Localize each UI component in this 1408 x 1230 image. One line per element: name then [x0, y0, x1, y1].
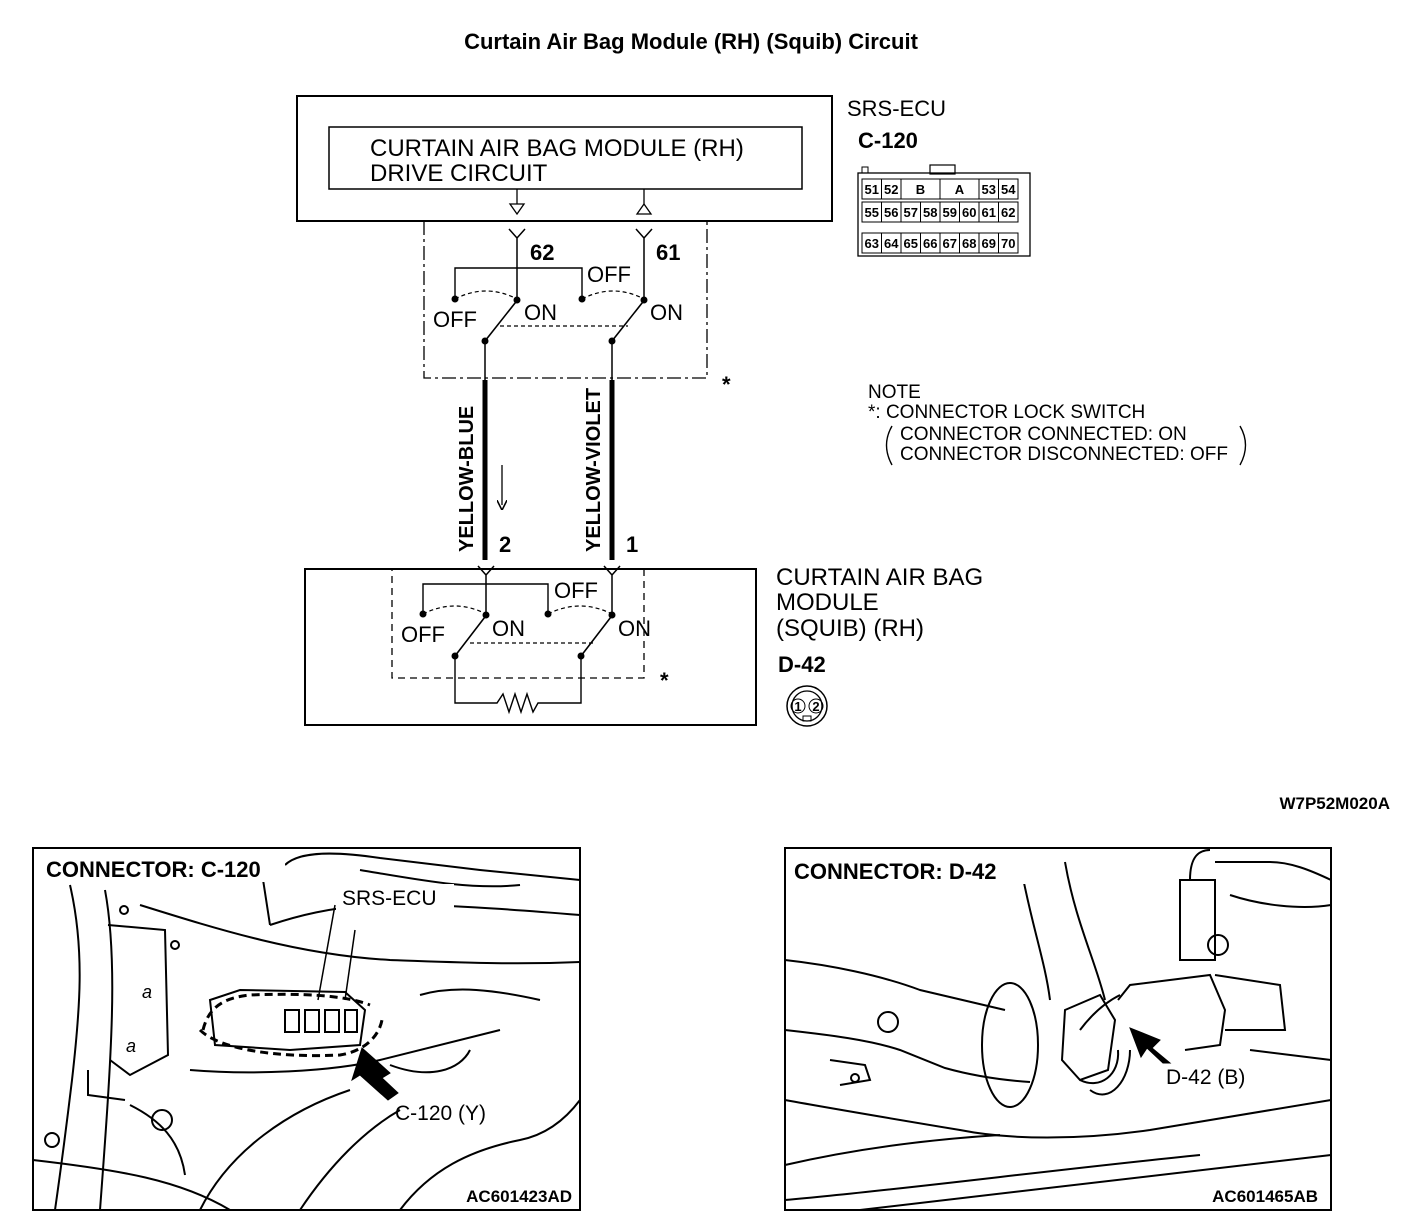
ecu-pin-label: 53	[982, 182, 996, 197]
terminal-62-label: 62	[530, 240, 554, 265]
ecu-pin-label: 60	[962, 205, 976, 220]
photo-right-code: AC601465AB	[1212, 1187, 1318, 1206]
photo-right-heading: CONNECTOR: D-42	[794, 859, 997, 884]
photo-left-heading: CONNECTOR: C-120	[46, 857, 261, 882]
module-label-2: MODULE	[776, 589, 879, 616]
terminal-61-label: 61	[656, 240, 680, 265]
output-triangle-icon	[508, 203, 526, 216]
terminal-1	[603, 565, 621, 614]
ecu-pin-label: 62	[1001, 205, 1015, 220]
ecu-pin-label: 61	[982, 205, 996, 220]
ecu-outer-box	[296, 95, 833, 222]
ecu-pin-label: B	[916, 182, 925, 197]
module-label-3: (SQUIB) (RH)	[776, 615, 924, 642]
note-heading: NOTE	[868, 382, 921, 403]
ecu-pin-label: 58	[923, 205, 937, 220]
ecu-pin-label: 69	[982, 236, 996, 251]
ecu-pin-label: 63	[865, 236, 879, 251]
ecu-pin-label: 64	[884, 236, 899, 251]
module-right-off-label: OFF	[554, 578, 598, 603]
c120-arrow-icon	[351, 1047, 399, 1101]
ecu-pin-label: 70	[1001, 236, 1015, 251]
ecu-pin-label: 67	[943, 236, 957, 251]
ecu-connector-face: 51 52 B A 53 54 55 56 57 58 59 60 61 62 63 64 65 66 67 68 69…	[857, 164, 1031, 257]
ecu-pin-label: 57	[904, 205, 918, 220]
ecu-pin-label: A	[955, 182, 965, 197]
photo-left-connector-label: C-120 (Y)	[395, 1102, 486, 1125]
photo-panel-d42: CONNECTOR: D-42 D-42 (B) AC601465AB	[784, 847, 1332, 1211]
ecu-pin-label: 52	[884, 182, 898, 197]
module-pin-2: 2	[812, 699, 819, 714]
module-left-on-label: ON	[492, 616, 525, 641]
note-close-bracket	[1239, 425, 1247, 466]
ecu-pin-label: 54	[1001, 182, 1016, 197]
module-connector-face: 1 2	[786, 685, 828, 727]
photo-left-code: AC601423AD	[466, 1187, 572, 1206]
ecu-lock-switches	[451, 267, 648, 380]
ecu-pin-label: 55	[865, 205, 879, 220]
ecu-pin-label: 66	[923, 236, 937, 251]
note-line-2: CONNECTOR CONNECTED: ON	[900, 424, 1187, 445]
module-label-1: CURTAIN AIR BAG	[776, 564, 983, 591]
ecu-switch-star: *	[722, 372, 731, 397]
ecu-pin-label: 56	[884, 205, 898, 220]
ecu-name: SRS-ECU	[847, 96, 946, 121]
terminal-61	[635, 228, 653, 300]
terminal-2-label: 2	[499, 532, 511, 557]
module-outer-box	[304, 568, 757, 726]
drive-circuit-label-2: DRIVE CIRCUIT	[370, 160, 548, 187]
drive-circuit-label-1: CURTAIN AIR BAG MODULE (RH)	[370, 135, 744, 162]
ecu-lock-switch-box	[423, 221, 708, 379]
input-triangle-icon	[635, 202, 653, 215]
module-connector-id: D-42	[778, 652, 826, 677]
ecu-pin-label: 59	[943, 205, 957, 220]
ecu-right-on-label: ON	[650, 300, 683, 325]
module-pin-1: 1	[794, 699, 801, 714]
module-left-off-label: OFF	[401, 622, 445, 647]
drive-circuit-box	[328, 126, 803, 190]
wire-yellow-blue-label: YELLOW-BLUE	[456, 406, 478, 552]
module-right-on-label: ON	[618, 616, 651, 641]
photo-left-ecu-label: SRS-ECU	[342, 887, 437, 910]
ecu-pin-cell	[998, 201, 1019, 223]
module-lock-switches	[419, 583, 616, 715]
photo-panel-c120: a a	[32, 847, 581, 1211]
ecu-connector-id: C-120	[858, 128, 918, 153]
ecu-pin-label: 65	[904, 236, 918, 251]
ecu-right-off-label: OFF	[587, 262, 631, 287]
ecu-pin-label: 51	[865, 182, 879, 197]
ecu-pin-cell	[998, 232, 1019, 254]
terminal-2	[477, 565, 495, 614]
module-switch-star: *	[660, 668, 669, 693]
ecu-left-on-label: ON	[524, 300, 557, 325]
wire-yellow-violet-label: YELLOW-VIOLET	[583, 388, 605, 552]
photo-right-connector-label: D-42 (B)	[1166, 1066, 1245, 1089]
ecu-left-off-label: OFF	[433, 307, 477, 332]
svg-text:a: a	[142, 982, 152, 1002]
module-lock-switch-box	[391, 568, 645, 679]
ecu-pin-cell	[998, 178, 1019, 200]
d42-arrow-icon	[1129, 1027, 1172, 1064]
note-line-3: CONNECTOR DISCONNECTED: OFF	[900, 444, 1228, 465]
diagram-code: W7P52M020A	[1279, 794, 1390, 813]
note-line-1: *: CONNECTOR LOCK SWITCH	[868, 402, 1145, 423]
svg-text:a: a	[126, 1036, 136, 1056]
ecu-pin-label: 68	[962, 236, 976, 251]
diagram-title: Curtain Air Bag Module (RH) (Squib) Circ…	[464, 29, 918, 54]
terminal-1-label: 1	[626, 532, 638, 557]
note-open-bracket	[885, 425, 893, 466]
terminal-62	[508, 228, 526, 300]
